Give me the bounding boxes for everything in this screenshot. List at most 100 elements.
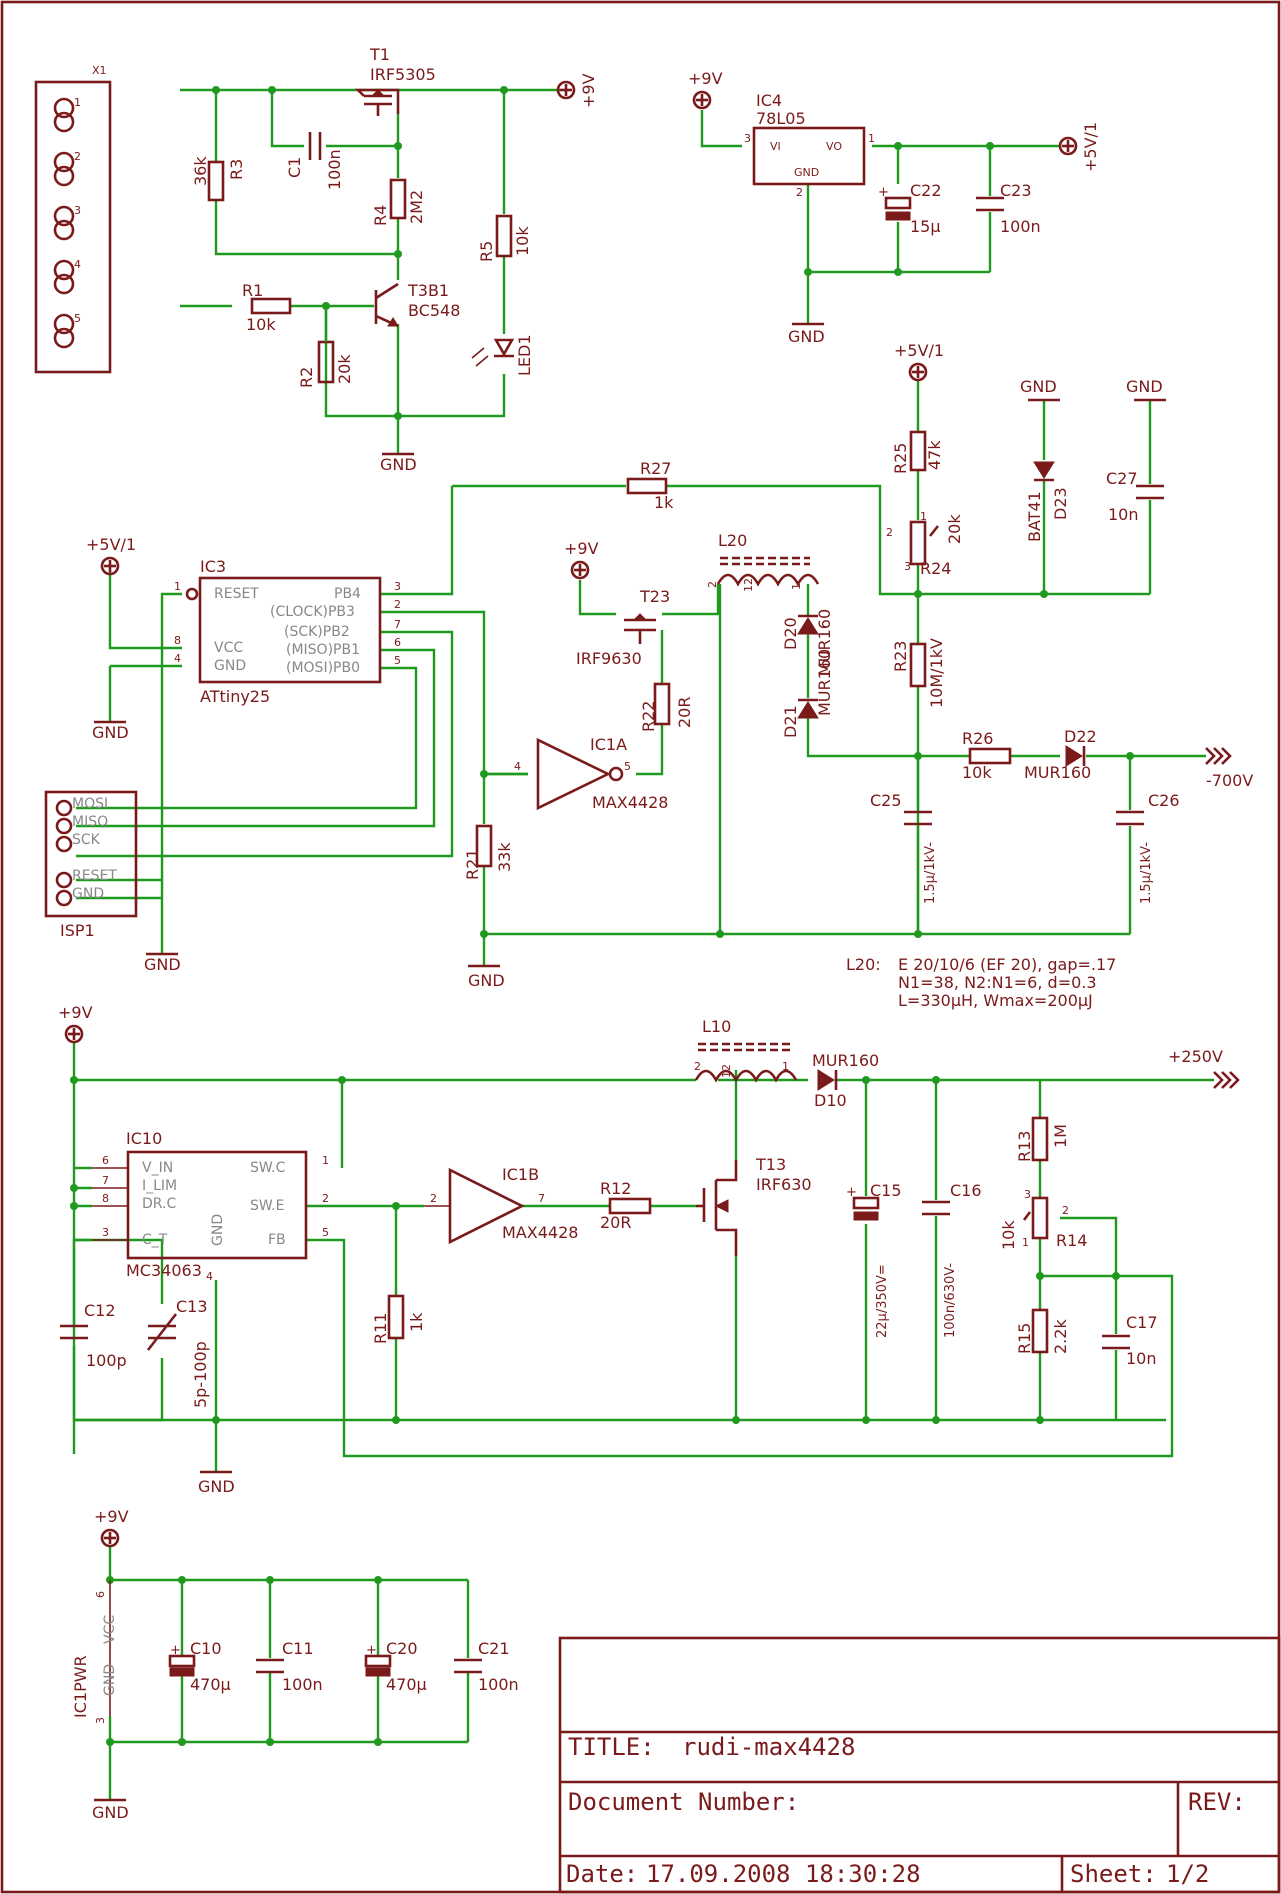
svg-text:SW.C: SW.C [250,1160,286,1176]
diode-d22: D22 MUR160 [1024,727,1097,782]
regulator-ic4: IC4 78L05 VI VO GND 3 1 2 [744,91,875,199]
svg-text:+9V: +9V [58,1003,93,1022]
capacitor-c12: C12 100p [60,1301,127,1370]
resistor-r15: R15 2.2k [1015,1308,1070,1354]
svg-text:R12: R12 [600,1179,631,1198]
svg-text:3: 3 [1024,1188,1031,1201]
svg-text:7: 7 [102,1174,109,1187]
svg-text:6: 6 [94,1591,107,1598]
svg-text:+: + [366,1643,377,1658]
driver-ic1a: IC1A MAX4428 4 5 [514,735,668,812]
svg-text:-700V: -700V [1206,771,1253,790]
junction-dots-m700 [480,752,1134,938]
svg-text:10M/1kV: 10M/1kV [927,638,946,708]
svg-text:MUR160: MUR160 [812,1051,879,1070]
junction-dots-sense [914,590,1048,598]
gnd-symbol-d23: GND [1020,377,1060,402]
resistor-r22: R22 20R [639,682,694,732]
t3-value: BC548 [408,301,460,320]
svg-text:BAT41: BAT41 [1025,491,1044,542]
x1-pin-5[interactable]: 5 [53,312,81,349]
svg-text:2: 2 [706,581,719,588]
supply-9v-ic10: +9V [58,1003,93,1044]
svg-text:SCK: SCK [72,832,101,848]
x1-pin-4[interactable]: 4 [53,258,81,295]
resistor-r27: R27 1k [626,459,674,512]
driver-ic1b: IC1B MAX4428 2 7 [430,1165,578,1245]
x1-pin-2[interactable]: 2 [53,150,81,187]
svg-text:1: 1 [322,1154,329,1167]
svg-text:10n: 10n [1126,1349,1157,1368]
x1-pin-1[interactable]: 1 [53,96,81,133]
svg-text:GND: GND [1126,377,1163,396]
diode-d10: MUR160 D10 [812,1051,879,1110]
capacitor-c1: C1 100n [285,132,344,190]
svg-text:C16: C16 [950,1181,982,1200]
svg-text:470µ: 470µ [190,1675,231,1694]
x1-pin-3[interactable]: 3 [53,204,81,241]
svg-text:D10: D10 [814,1091,847,1110]
svg-text:MAX4428: MAX4428 [592,793,668,812]
svg-text:2: 2 [886,526,893,539]
wires-m700 [482,580,1206,966]
supply-5v-ic3: +5V/1 [86,535,136,576]
svg-text:D21: D21 [781,705,800,738]
svg-text:I_LIM: I_LIM [142,1178,177,1194]
svg-text:1k: 1k [654,493,674,512]
transistor-t1: T1 IRF5305 [354,45,436,116]
transistor-t3b1: T3B1 BC548 [374,281,460,328]
svg-text:+9V: +9V [94,1507,129,1526]
svg-text:1: 1 [790,583,803,590]
svg-text:MUR160: MUR160 [815,609,834,676]
l20-specification-note: L20: E 20/10/6 (EF 20), gap=.17 N1=38, N… [846,955,1116,1010]
supply-5v-r25: +5V/1 [894,341,944,382]
svg-text:MOSI: MOSI [72,796,108,812]
svg-text:C26: C26 [1148,791,1180,810]
svg-text:100p: 100p [86,1351,127,1370]
svg-text:C25: C25 [870,791,902,810]
svg-text:3: 3 [74,204,81,217]
wires-ic1pwr [108,1546,470,1800]
svg-text:C15: C15 [870,1181,902,1200]
supply-9v-t23: +9V [564,539,599,580]
r1-value: 10k [246,315,276,334]
svg-text:10k: 10k [962,763,992,782]
svg-text:100n: 100n [478,1675,519,1694]
t1-value: IRF5305 [370,65,436,84]
svg-text:6: 6 [102,1154,109,1167]
svg-text:5: 5 [74,312,81,325]
capacitor-c16: C16 100n/630V- [922,1181,982,1338]
svg-text:5: 5 [394,654,401,667]
svg-text:L20: L20 [718,531,747,550]
wires-top-left [180,88,560,454]
resistor-r23: R23 10M/1kV [891,638,946,708]
svg-text:GND: GND [72,886,104,902]
ic3-name: IC3 [200,557,226,576]
rev-label: REV: [1188,1788,1246,1816]
date-label: Date: [566,1860,638,1888]
svg-text:4: 4 [74,258,81,271]
svg-text:C13: C13 [176,1297,208,1316]
svg-text:E 20/10/6 (EF 20), gap=.17: E 20/10/6 (EF 20), gap=.17 [898,955,1116,974]
svg-text:C27: C27 [1106,469,1138,488]
svg-text:VCC: VCC [102,1615,118,1644]
svg-text:R14: R14 [1056,1231,1087,1250]
svg-text:GND: GND [468,971,505,990]
supply-9v-top: +9V [556,73,598,108]
svg-text:R11: R11 [371,1313,390,1344]
svg-text:DR.C: DR.C [142,1196,176,1212]
svg-text:GND: GND [380,455,417,474]
r2-value: 20k [335,354,354,384]
svg-text:GND: GND [794,166,819,179]
led-led1: LED1 [471,334,534,376]
svg-text:R13: R13 [1015,1131,1034,1162]
svg-text:3: 3 [394,580,401,593]
svg-text:2: 2 [1062,1204,1069,1217]
potentiometer-r14: 3 2 1 10k R14 [999,1188,1087,1250]
svg-text:C20: C20 [386,1639,418,1658]
svg-text:D23: D23 [1051,487,1070,520]
capacitor-c25: C25 1.5µ/1kV- [870,791,938,904]
svg-text:IC1B: IC1B [502,1165,539,1184]
svg-text:(MOSI)PB0: (MOSI)PB0 [286,660,360,676]
svg-text:R22: R22 [639,701,658,732]
